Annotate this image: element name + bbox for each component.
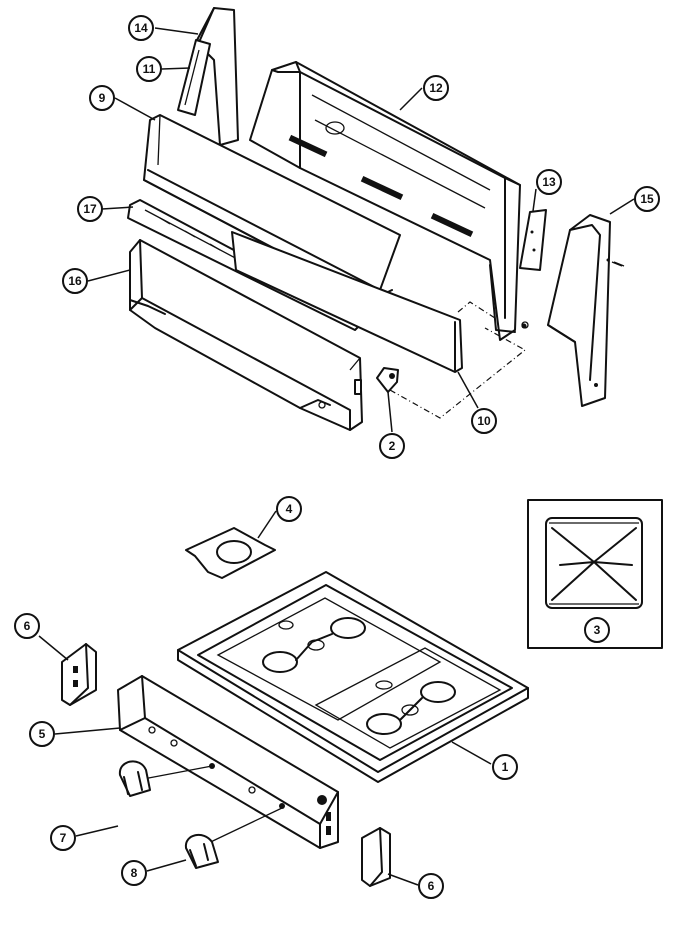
callout-10: 10 bbox=[471, 408, 497, 434]
part-12-backguard-housing bbox=[249, 61, 529, 341]
screw-icon bbox=[521, 261, 625, 329]
callout-16: 16 bbox=[62, 268, 88, 294]
part-8-knob bbox=[184, 833, 219, 869]
callout-10-label: 10 bbox=[477, 414, 491, 428]
callout-6-left: 6 bbox=[14, 613, 40, 639]
callout-3-label: 3 bbox=[594, 623, 601, 637]
callout-16-label: 16 bbox=[68, 274, 82, 288]
callout-6-left-label: 6 bbox=[24, 619, 31, 633]
callout-8: 8 bbox=[121, 860, 147, 886]
callout-14: 14 bbox=[128, 15, 154, 41]
callout-5-label: 5 bbox=[39, 727, 46, 741]
part-10-rear-panel bbox=[231, 231, 463, 373]
callout-3: 3 bbox=[584, 617, 610, 643]
callout-6-right-label: 6 bbox=[428, 879, 435, 893]
part-6-side-cap-right bbox=[361, 827, 391, 887]
part-1-cooktop bbox=[177, 571, 529, 783]
callout-12-label: 12 bbox=[429, 81, 443, 95]
callout-11-label: 11 bbox=[143, 62, 156, 76]
callout-5: 5 bbox=[29, 721, 55, 747]
callout-7: 7 bbox=[50, 825, 76, 851]
callout-15: 15 bbox=[634, 186, 660, 212]
part-2-clip bbox=[376, 367, 399, 393]
callout-2: 2 bbox=[379, 433, 405, 459]
callout-9: 9 bbox=[89, 85, 115, 111]
callout-15-label: 15 bbox=[640, 192, 654, 206]
part-15-side-trim bbox=[547, 214, 623, 407]
callout-1: 1 bbox=[492, 754, 518, 780]
part-16-lower-panel bbox=[129, 239, 363, 431]
callout-13-label: 13 bbox=[542, 175, 556, 189]
callout-17-label: 17 bbox=[83, 202, 97, 216]
part-13-side-bracket bbox=[519, 209, 547, 271]
callout-14-label: 14 bbox=[134, 21, 148, 35]
callout-1-label: 1 bbox=[502, 760, 509, 774]
callout-2-label: 2 bbox=[389, 439, 396, 453]
part-3-grate-inset bbox=[527, 499, 663, 649]
part-11-bracket bbox=[177, 39, 211, 116]
callout-4: 4 bbox=[276, 496, 302, 522]
callout-8-label: 8 bbox=[131, 866, 138, 880]
callout-7-label: 7 bbox=[60, 831, 67, 845]
callout-9-label: 9 bbox=[99, 91, 106, 105]
callout-11: 11 bbox=[136, 56, 162, 82]
part-6-side-cap-left bbox=[61, 643, 97, 706]
part-7-knob bbox=[118, 760, 151, 797]
callout-17: 17 bbox=[77, 196, 103, 222]
part-5-manifold-panel bbox=[117, 675, 339, 849]
callout-12: 12 bbox=[423, 75, 449, 101]
leader-lines bbox=[38, 27, 635, 886]
callout-13: 13 bbox=[536, 169, 562, 195]
callout-6-right: 6 bbox=[418, 873, 444, 899]
callout-4-label: 4 bbox=[286, 502, 293, 516]
part-4-burner-gasket bbox=[185, 527, 276, 579]
